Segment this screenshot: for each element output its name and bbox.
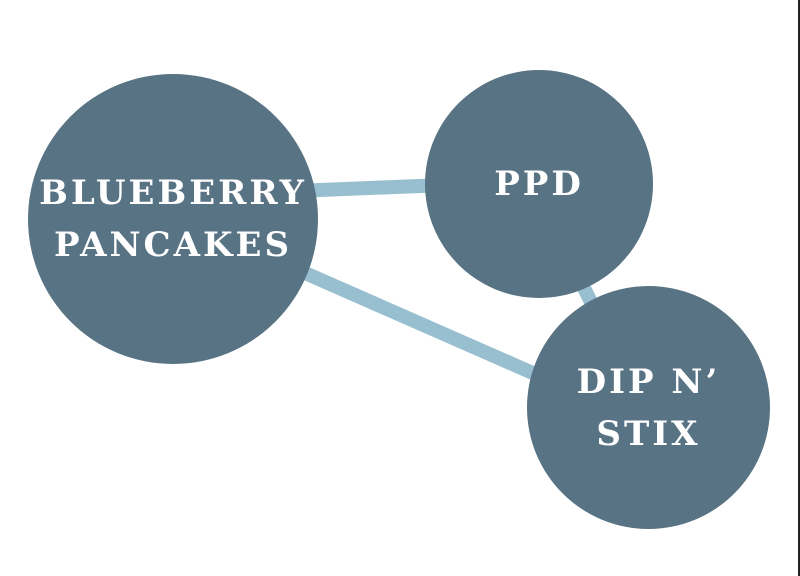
node-ppd: PPD <box>425 70 653 298</box>
node-dip-n-stix: DIP N’ STIX <box>527 286 770 529</box>
right-border-rule <box>798 0 800 576</box>
edge-blueberry-pancakes-dip-n-stix <box>277 255 563 392</box>
node-label-dip-n-stix: DIP N’ STIX <box>576 361 721 454</box>
node-label-blueberry-pancakes: BLUEBERRY PANCAKES <box>39 173 307 265</box>
node-blueberry-pancakes: BLUEBERRY PANCAKES <box>28 74 318 364</box>
node-label-ppd: PPD <box>494 164 584 204</box>
